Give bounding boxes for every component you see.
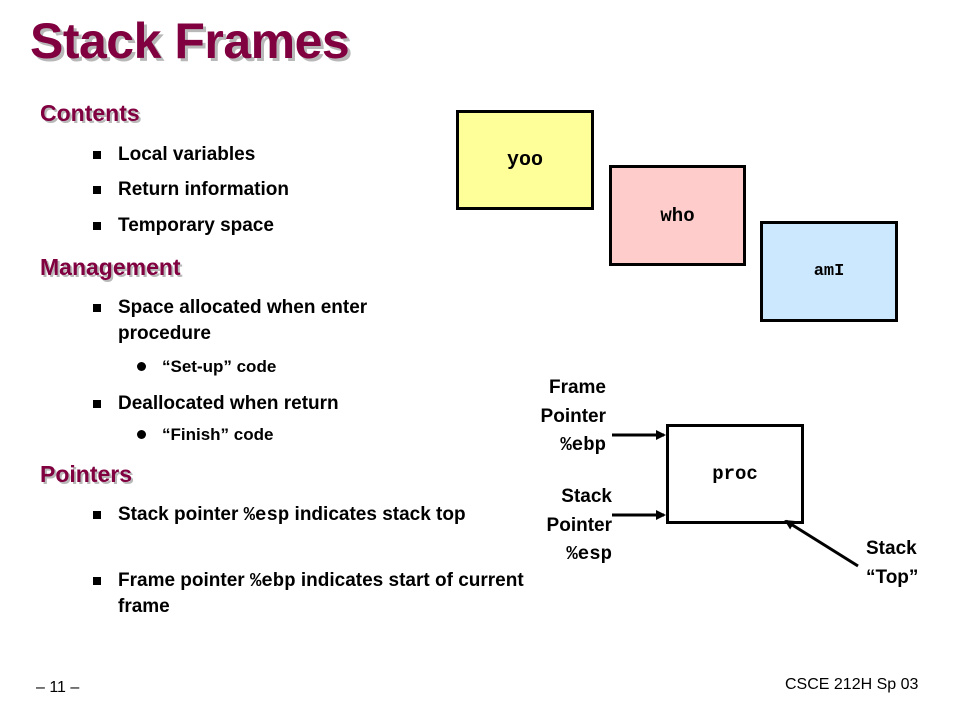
text: indicates stack top [289, 504, 466, 525]
frame-box-who: who [609, 165, 746, 266]
frame-box-ami: amI [760, 221, 898, 322]
text: indicates start of current frame [118, 570, 524, 617]
bullet-return-information: Return information [93, 177, 538, 203]
page-title: Stack Frames [30, 13, 350, 69]
frame-label: amI [813, 262, 845, 281]
frame-box-yoo: yoo [456, 110, 594, 210]
section-heading-contents: Contents [40, 100, 140, 126]
section-heading-management: Management [40, 254, 181, 280]
text: Frame pointer [118, 570, 250, 591]
stack-pointer-label: Stack Pointer %esp [502, 482, 612, 569]
bullet-frame-pointer: Frame pointer %ebp indicates start of cu… [93, 568, 543, 620]
register-label: %ebp [560, 434, 606, 456]
bullet-stack-pointer: Stack pointer %esp indicates stack top [93, 502, 528, 528]
stack-top-label: Stack “Top” [866, 534, 918, 592]
register-esp: %esp [243, 504, 290, 526]
bullet-local-variables: Local variables [93, 142, 538, 168]
frame-label: yoo [506, 148, 543, 172]
register-label: %esp [566, 543, 612, 565]
sub-bullet-setup-code: “Set-up” code [136, 357, 277, 376]
bullet-space-allocated: Space allocated when enter procedure [93, 295, 448, 347]
label-line: Pointer [540, 406, 606, 427]
label-line: Stack [866, 538, 917, 559]
text: Stack pointer [118, 504, 244, 525]
frame-pointer-label: Frame Pointer %ebp [496, 373, 606, 460]
bullet-temporary-space: Temporary space [93, 213, 538, 239]
label-line: Pointer [546, 515, 612, 536]
sub-bullet-finish-code: “Finish” code [136, 425, 274, 444]
stack-top-arrow [784, 519, 859, 568]
course-label: CSCE 212H Sp 03 [785, 676, 919, 693]
label-line: “Top” [866, 567, 919, 588]
frame-label: who [660, 204, 695, 227]
frame-label: proc [712, 463, 758, 485]
page-number: – 11 – [36, 679, 80, 696]
label-line: Frame [548, 377, 606, 398]
bullet-deallocated: Deallocated when return [93, 391, 538, 417]
frame-box-proc: proc [666, 424, 804, 524]
section-heading-pointers: Pointers [40, 461, 133, 487]
register-ebp: %ebp [249, 570, 296, 592]
label-line: Stack [561, 486, 612, 507]
